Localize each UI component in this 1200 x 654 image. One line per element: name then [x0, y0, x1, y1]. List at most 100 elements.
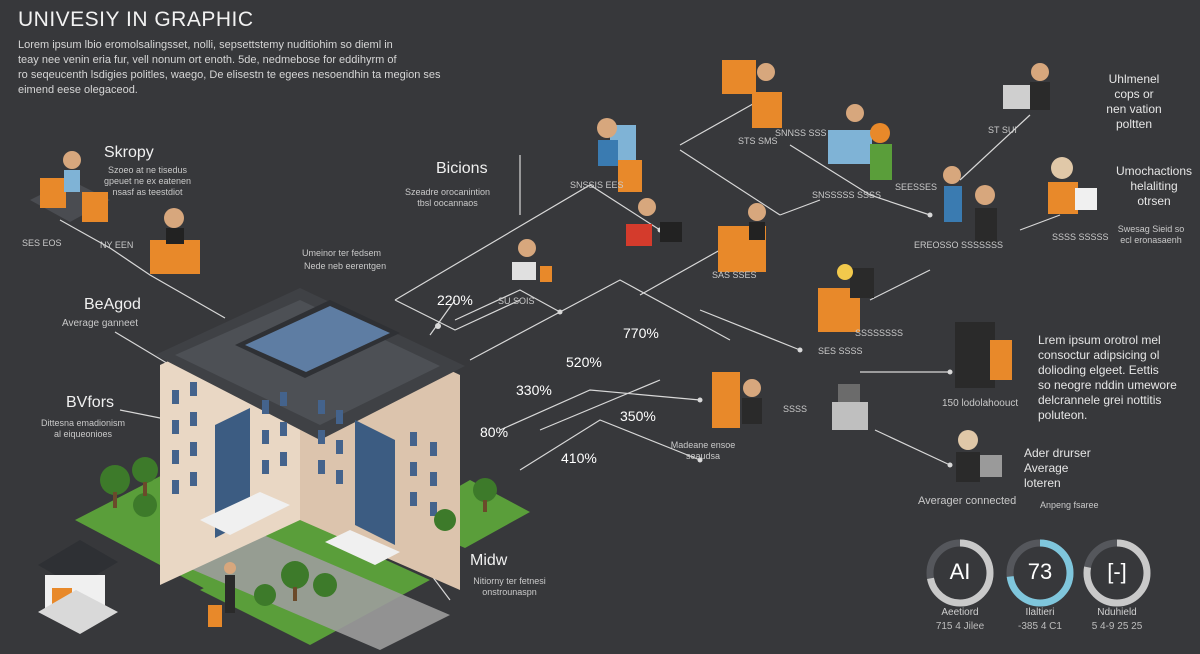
caption-screens-top: STS SMS — [738, 136, 778, 146]
caption-counter: SAS SSES — [712, 270, 757, 280]
bvfors-sub-2: al eiqueonioes — [53, 429, 113, 439]
right-mid-1: Umochactions — [1115, 164, 1193, 178]
page-title: UNIVESIY IN GRAPHIC — [18, 8, 254, 31]
connector-right-e — [874, 429, 951, 466]
connector-top-a — [679, 99, 761, 146]
workstation-center — [512, 239, 552, 282]
right-lorem-6: poluteon. — [1038, 408, 1088, 422]
workstation-tutors — [943, 166, 997, 244]
caption-library-1: Madeane ensoe — [670, 440, 736, 450]
caption-bank2: SSSS — [783, 404, 808, 414]
caption-desk-b: NY EEN — [100, 240, 134, 250]
right-mid-sub-2: ecl eronasaenh — [1120, 235, 1182, 245]
workstation-top-screens — [828, 104, 892, 180]
bvfors-sub-1: Dittesna emadionism — [40, 418, 126, 428]
right-lorem-4: so neogre nddin umewore — [1038, 378, 1177, 392]
percent-7: 410% — [561, 450, 597, 466]
bicions-sub-2: tbsl oocannaos — [417, 198, 478, 208]
percent-2: 770% — [623, 325, 659, 341]
right-mid-sub-1: Swesag Sieid so — [1117, 224, 1185, 234]
walking-students — [208, 562, 236, 627]
right-lorem-5: delcrannele grei nottitis — [1038, 393, 1162, 407]
label-bicions: Bicions — [436, 160, 488, 177]
gauge-3-arc — [1083, 539, 1151, 607]
label-midw: Midw — [470, 552, 508, 569]
percent-4: 330% — [516, 382, 552, 398]
gauge-2-arc — [1006, 539, 1074, 607]
connector-top-d — [779, 199, 821, 216]
right-top-4: poltten — [1115, 117, 1153, 131]
percent-6: 80% — [480, 424, 509, 440]
label-beagod: BeAgod — [84, 296, 141, 313]
skropy-sub-3: nsasf as teestdiot — [112, 187, 183, 197]
right-top-1: Uhlmenel — [1108, 72, 1160, 86]
connector-center — [429, 299, 456, 336]
workstation-orange-desk — [150, 208, 200, 274]
right-text-mid-sub: Swesag Sieid so ecl eronasaenh — [1110, 224, 1192, 246]
right-person-sub: Anpeng fsaree — [1040, 500, 1099, 510]
workstation-red-laptop — [626, 198, 682, 246]
right-lorem-caption: 150 lodolahoouct — [942, 398, 1019, 409]
workstation-shield — [818, 264, 874, 332]
skropy-sub-2: gpeuet ne ex eatenen — [103, 176, 192, 186]
caption-library: Madeane ensoe seaudsa — [668, 440, 738, 462]
workstation-studio — [597, 118, 642, 192]
right-lorem-2: consoctur adipsicing ol — [1038, 348, 1160, 362]
caption-screens-top2: SNNSS SSS — [775, 128, 827, 138]
caption-shield: SES SSSS — [818, 346, 863, 356]
connector-right-a — [869, 269, 931, 301]
midw-sub-1: Nitiorny ter fetnesi — [473, 576, 546, 586]
gauge-1-sub: 715 4 Jilee — [935, 621, 985, 632]
connector-net-a — [394, 184, 661, 301]
gauge-3-value: [-] — [1107, 559, 1127, 584]
label-midw-sub: Nitiorny ter fetnesi onstrounaspn — [462, 576, 557, 598]
label-beagod-sub: Average ganneet — [62, 318, 138, 329]
gauge-layer — [926, 539, 1151, 607]
caption-desk-mid2: Nede neb eerentgen — [304, 261, 387, 271]
percent-3: 520% — [566, 354, 602, 370]
connector-right-b — [959, 114, 1031, 181]
right-text-person: Ader drurser Average loteren — [1024, 446, 1114, 491]
university-building — [155, 288, 465, 590]
connector-net-i — [699, 309, 801, 351]
caption-laptop-center: SU SOIS — [498, 296, 535, 306]
label-bvfors: BVfors — [66, 394, 115, 411]
intro-paragraph: Lorem ipsum lbio eromolsalingsset, nolli… — [18, 38, 448, 98]
trees — [100, 457, 497, 606]
connector-skropy — [59, 219, 226, 319]
connector-net-d — [499, 389, 701, 431]
connector-net-f — [539, 379, 661, 431]
caption-tutor-right: EREOSSO SSSSSSS — [914, 240, 1004, 250]
gauge-2-sub: -385 4 C1 — [1018, 621, 1062, 632]
caption-tutor-right2: SEESSES — [895, 182, 938, 192]
connector-top-c — [789, 144, 931, 216]
percent-1: 220% — [437, 292, 473, 308]
right-text-top: Uhlmenel cops or nen vation poltten — [1094, 72, 1174, 132]
caption-studio: SNSSIS EES — [570, 180, 624, 190]
right-text-lorem: Lrem ipsum orotrol mel consoctur adipsic… — [1038, 333, 1178, 423]
gauge-3-name: Nduhield — [1097, 607, 1137, 618]
skropy-sub-1: Szoeo at ne tisedus — [107, 165, 188, 175]
right-person-2: Average — [1024, 461, 1069, 475]
intro-line-3: ro seqeucenth lsdigies politles, waego, … — [18, 69, 441, 81]
workstation-library — [712, 372, 762, 428]
right-person-caption: Averager connected — [918, 495, 1017, 507]
percent-5: 350% — [620, 408, 656, 424]
workstation-bank — [832, 384, 868, 430]
connector-right-c — [1019, 214, 1061, 231]
bicions-sub-1: Szeadre orocanintion — [404, 187, 491, 197]
gauge-1-value: AI — [949, 559, 971, 584]
right-top-3: nen vation — [1106, 102, 1162, 116]
gauge-3-sub: 5 4-9 25 25 — [1091, 621, 1143, 632]
label-skropy-sub: Szoeo at ne tisedus gpeuet ne ex eatenen… — [100, 165, 195, 198]
workstation-top-orange — [722, 60, 782, 128]
connector-net-c — [469, 279, 731, 361]
caption-desk-mid: Umeinor ter fedsem — [302, 248, 382, 258]
right-mid-2: helaliting — [1130, 179, 1178, 193]
intro-line-1: Lorem ipsum lbio eromolsalingsset, nolli… — [18, 39, 393, 51]
midw-sub-2: onstrounaspn — [482, 587, 537, 597]
right-person-3: loteren — [1024, 476, 1061, 490]
workstation-elder — [1048, 157, 1097, 214]
right-lorem-1: Lrem ipsum orotrol mel — [1038, 333, 1161, 347]
